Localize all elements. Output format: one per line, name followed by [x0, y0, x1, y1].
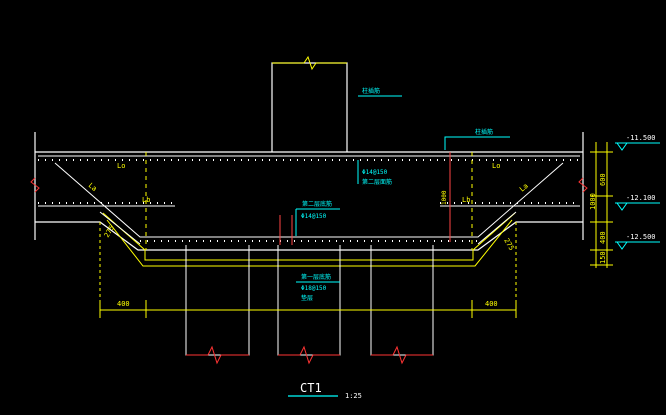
top-rebar-note: 柱插筋: [475, 128, 493, 136]
width-left: 400: [117, 300, 130, 308]
right-upper-note-1: Φ14@150: [362, 169, 388, 176]
right-break-mark: [578, 177, 588, 193]
width-right: 400: [485, 300, 498, 308]
elevation-1: -11.500: [626, 134, 656, 142]
bottom-note: 垫层: [301, 294, 313, 302]
right-dimension: [590, 142, 613, 268]
la-left: Lo: [117, 162, 125, 170]
cushion-outline: [102, 212, 516, 267]
small-dim-left: 275: [103, 224, 116, 239]
la-diag-right: La: [518, 182, 530, 194]
drawing-scale: 1:25: [345, 392, 362, 400]
elevation-2: -12.100: [626, 194, 656, 202]
la-diag-left: La: [87, 181, 99, 193]
dim-1000: 1000: [589, 193, 597, 210]
small-dim-right: 275: [502, 237, 515, 252]
middle-rebar-spec: Φ14@150: [301, 213, 327, 220]
bottom-dimension: [99, 222, 517, 318]
top-rebar: [38, 155, 580, 161]
dim-600: 600: [599, 173, 607, 186]
right-note-leader-line: [444, 136, 465, 150]
elevation-3: -12.500: [626, 233, 656, 241]
lower-rebar-spec: Φ18@150: [301, 285, 327, 292]
middle-rebar-note: 第二层底筋: [302, 200, 332, 208]
column-stub: [271, 62, 348, 152]
dim-150: 150: [599, 251, 607, 264]
la-right: Lo: [492, 162, 500, 170]
pile-breaks: [186, 345, 433, 365]
drawing-title: CT1: [300, 381, 322, 395]
right-dim-text: 600 1000 400 150: [589, 173, 607, 264]
column-note: 柱插筋: [362, 87, 380, 95]
column-break-mark: [272, 55, 347, 71]
lb-right: Lb: [462, 196, 470, 204]
lower-rebar-note: 第一层底筋: [301, 273, 331, 281]
left-break-mark: [30, 177, 40, 193]
lb-left: Lb: [142, 196, 150, 204]
piles: [185, 245, 434, 356]
middle-rebar: [38, 202, 580, 207]
vert-dim-mid: 1000: [441, 190, 448, 205]
right-upper-note-2: 第二层面筋: [362, 178, 392, 186]
elevation-markers: [615, 142, 660, 250]
dashed-lines: [145, 152, 473, 250]
footing-outline: [34, 132, 584, 251]
elevation-text: -11.500 -12.100 -12.500: [626, 134, 656, 241]
column-dowels: [279, 152, 451, 245]
bottom-rebar: [54, 162, 564, 245]
dim-400: 400: [599, 231, 607, 244]
